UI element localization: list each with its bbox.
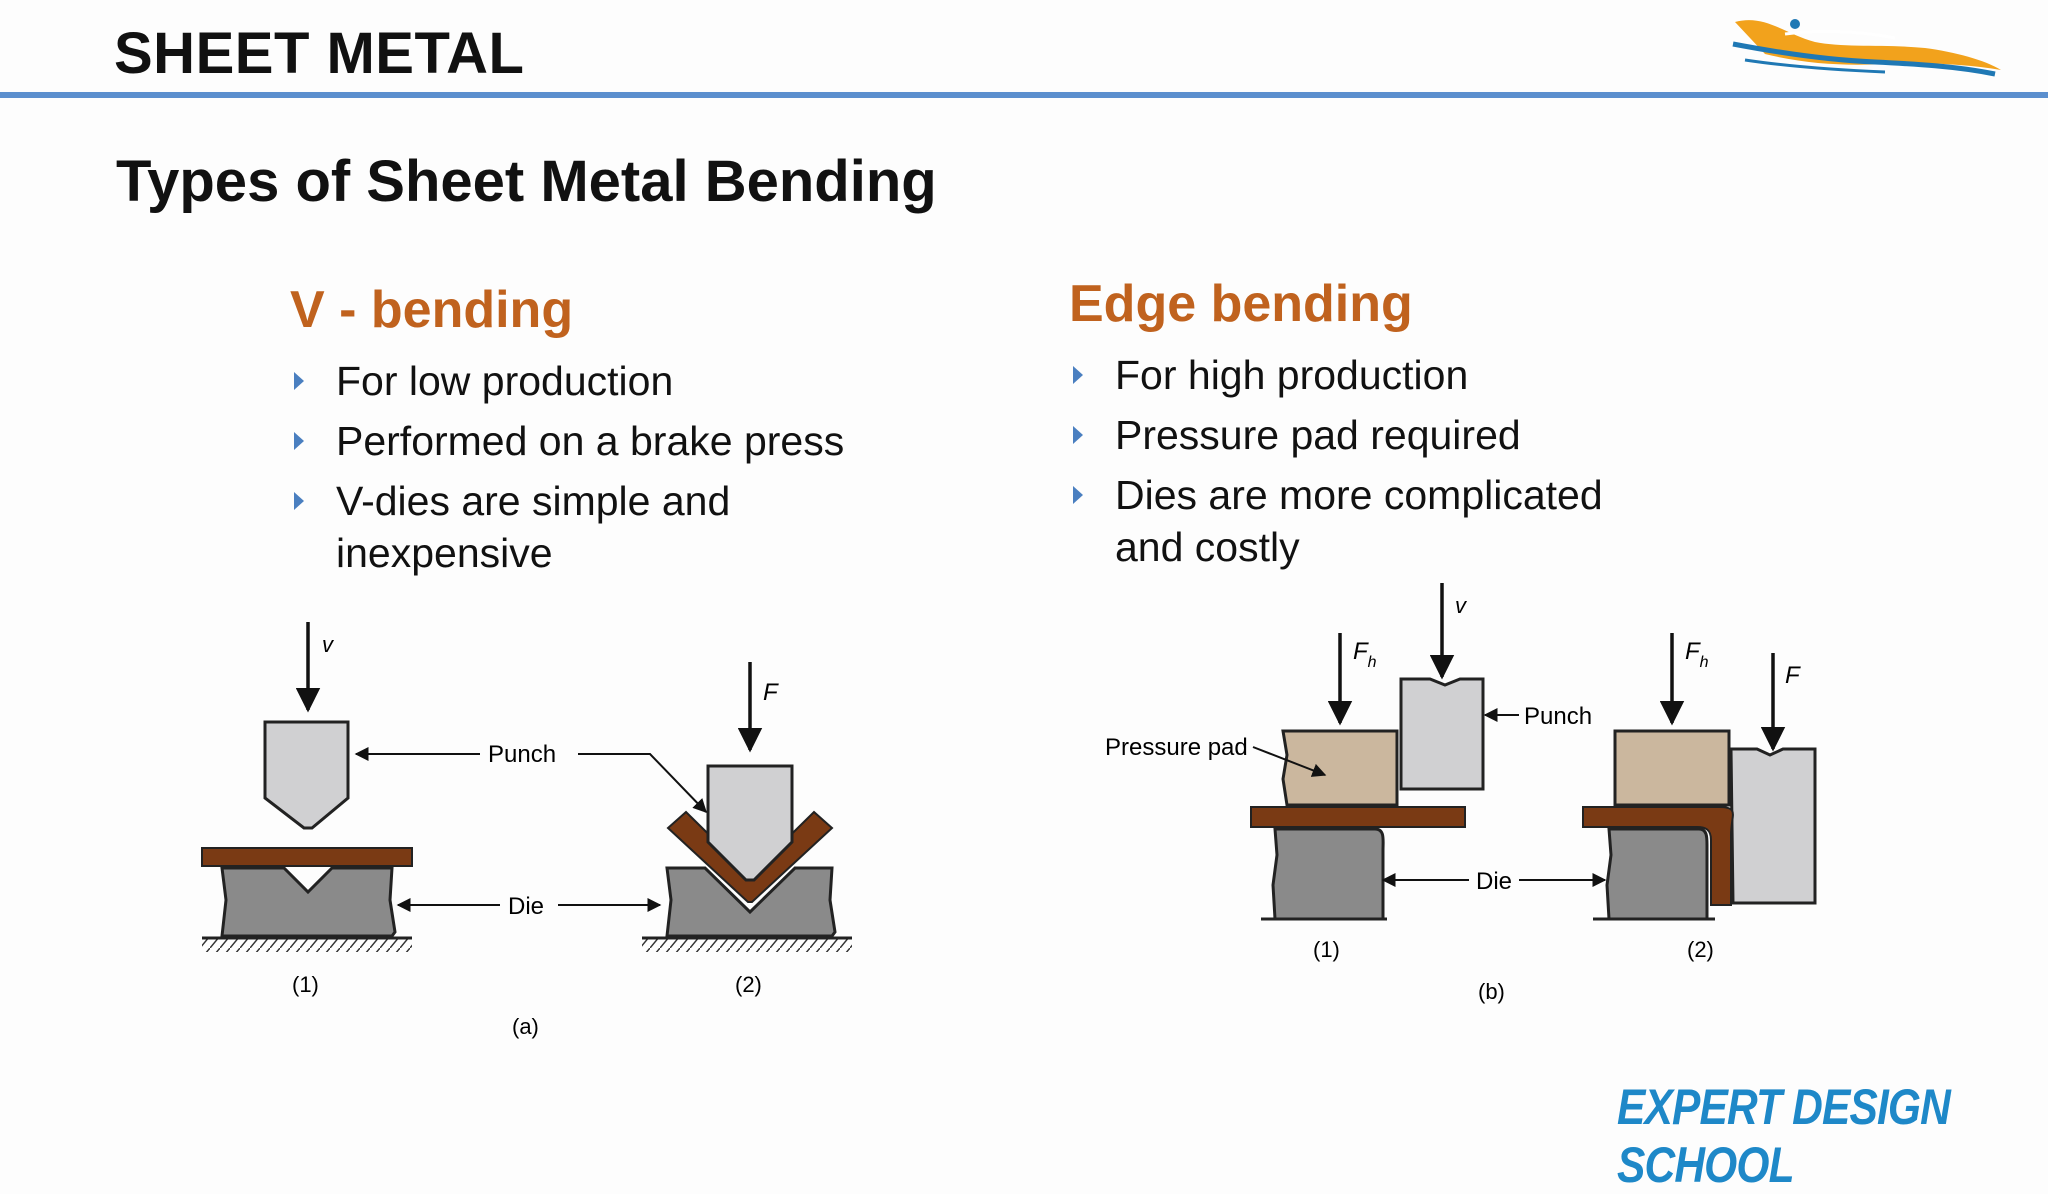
bullet-text: For high production: [1115, 352, 1469, 398]
holding-force-label: Fh: [1353, 638, 1377, 671]
holding-force-label: Fh: [1685, 638, 1709, 671]
die-shape: [1605, 827, 1709, 921]
punch-label: Punch: [1524, 703, 1592, 730]
bullet-text: Performed on a brake press: [336, 418, 845, 464]
sheet-metal-flat: [1250, 806, 1466, 828]
v-bending-bullets: For low production Performed on a brake …: [290, 355, 930, 579]
diagram-a-caption: (a): [512, 1014, 539, 1039]
v-die-shape: [665, 866, 837, 938]
sheet-metal-flat: [201, 847, 413, 867]
triangle-bullet-icon: [294, 492, 304, 510]
diagram-b-caption: (b): [1478, 979, 1505, 1004]
die-label: Die: [508, 893, 544, 920]
pressure-pad-label: Pressure pad: [1105, 734, 1248, 761]
list-item: V-dies are simple and inexpensive: [290, 475, 776, 579]
step-1-label: (1): [1313, 937, 1340, 962]
expert-design-school-logo: EXPERT DESIGN SCHOOL: [1617, 1079, 1951, 1193]
bullet-text: V-dies are simple and inexpensive: [336, 478, 731, 576]
triangle-bullet-icon: [1073, 426, 1083, 444]
edge-bending-bullets: For high production Pressure pad require…: [1069, 349, 1749, 573]
list-item: For high production: [1069, 349, 1749, 401]
die-label: Die: [1476, 868, 1512, 895]
step-1-label: (1): [292, 972, 319, 997]
v-die-shape: [220, 866, 397, 938]
step-2-label: (2): [735, 972, 762, 997]
ground-hatch: [642, 938, 852, 952]
slide-title: Types of Sheet Metal Bending: [116, 149, 937, 214]
list-item: Performed on a brake press: [290, 415, 930, 467]
punch-shape: [1729, 747, 1817, 905]
punch-shape: [1399, 677, 1485, 791]
edge-bending-heading: Edge bending: [1069, 275, 1413, 333]
triangle-bullet-icon: [294, 372, 304, 390]
triangle-bullet-icon: [1073, 486, 1083, 504]
force-label: F: [1785, 662, 1801, 689]
sports-car-logo-icon: [1732, 19, 2001, 77]
ground-hatch: [202, 938, 412, 952]
list-item: Pressure pad required: [1069, 409, 1749, 461]
bullet-text: Pressure pad required: [1115, 412, 1521, 458]
v-bending-column: V - bending For low production Performed…: [290, 277, 930, 587]
step-2-label: (2): [1687, 937, 1714, 962]
velocity-label: v: [322, 632, 335, 657]
force-label: F: [763, 679, 779, 706]
triangle-bullet-icon: [294, 432, 304, 450]
bullet-text: Dies are more complicated and costly: [1115, 472, 1603, 570]
sheet-metal-bent: [1582, 806, 1734, 906]
pressure-pad-shape: [1613, 729, 1731, 807]
header-divider: [0, 92, 2048, 98]
edge-bending-diagram: Fh v Fh F Punch Pressure pad Die (1) (2)…: [1105, 583, 1817, 1004]
v-bending-diagram: v F Punch Die (1) (2) (a): [201, 622, 852, 1039]
punch-shape: [706, 764, 794, 882]
punch-label: Punch: [488, 741, 556, 768]
sheet-metal-bent: [666, 810, 834, 903]
list-item: Dies are more complicated and costly: [1069, 469, 1675, 573]
velocity-label: v: [1455, 593, 1468, 618]
v-bending-heading: V - bending: [290, 281, 574, 339]
edge-bending-column: Edge bending For high production Pressur…: [1069, 271, 1749, 581]
triangle-bullet-icon: [1073, 366, 1083, 384]
punch-shape: [263, 720, 350, 830]
bullet-text: For low production: [336, 358, 674, 404]
list-item: For low production: [290, 355, 930, 407]
pressure-pad-shape: [1281, 729, 1399, 807]
die-shape: [1271, 827, 1385, 921]
header-title: SHEET METAL: [114, 21, 525, 86]
